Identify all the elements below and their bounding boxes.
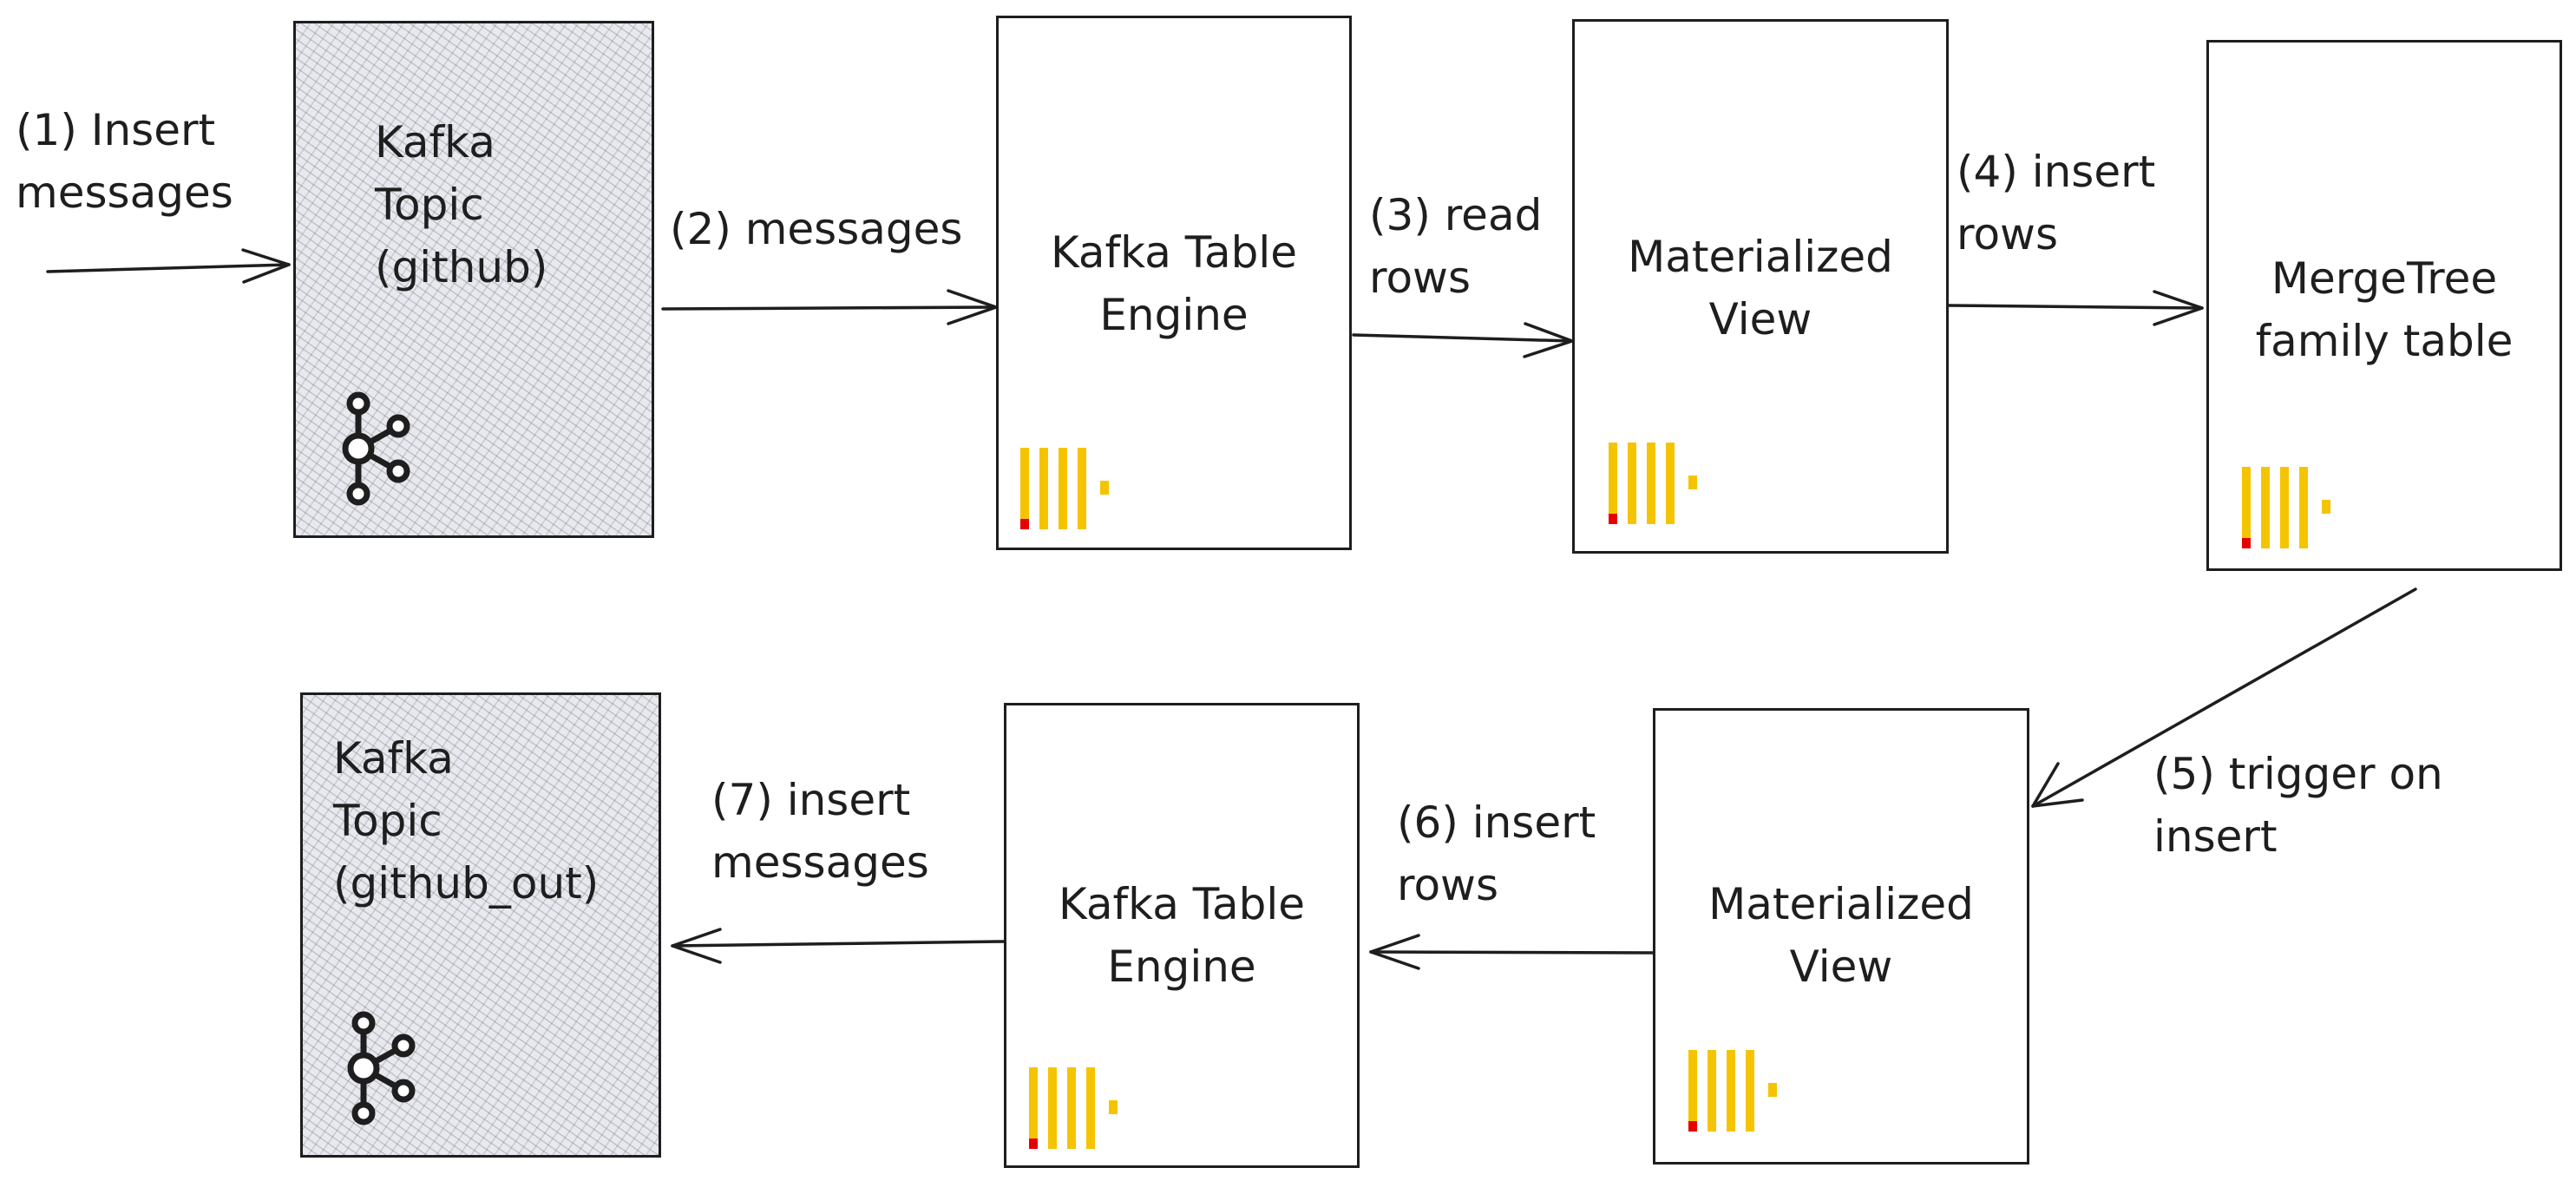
- clickhouse-logo-icon: [1020, 448, 1109, 529]
- arrow-5-trigger-on-insert: [2031, 587, 2417, 808]
- arrow-1-insert-messages: [46, 248, 291, 284]
- edge-label-1: (1) Insert messages: [16, 105, 233, 218]
- materialized-view-label-top: Materialized View: [1628, 232, 1893, 344]
- edge-label-5: (5) trigger on insert: [2153, 749, 2443, 862]
- clickhouse-logo-icon: [1609, 443, 1697, 524]
- arrow-6-insert-rows: [1369, 934, 1655, 970]
- edge-label-7: (7) insert messages: [711, 775, 929, 888]
- kafka-table-engine-box-bottom: [1004, 703, 1360, 1168]
- edge-label-4: (4) insert rows: [1957, 147, 2156, 259]
- clickhouse-logo-icon: [2242, 467, 2330, 548]
- arrow-3-read-rows: [1352, 322, 1574, 358]
- edge-label-2: (2) messages: [670, 204, 963, 254]
- edge-label-6: (6) insert rows: [1397, 797, 1596, 910]
- arrow-7-insert-messages: [671, 928, 1006, 964]
- clickhouse-logo-icon: [1688, 1050, 1777, 1132]
- kafka-topic-github-out-label: Kafka Topic (github_out): [333, 733, 600, 909]
- mergetree-family-table-label: MergeTree family table: [2255, 253, 2514, 366]
- kafka-logo-icon: [342, 391, 410, 506]
- kafka-logo-icon: [347, 1011, 416, 1125]
- clickhouse-logo-icon: [1029, 1067, 1118, 1149]
- materialized-view-label-bottom: Materialized View: [1708, 879, 1974, 992]
- kafka-table-engine-box-top: [996, 16, 1352, 550]
- arrow-2-messages: [661, 289, 998, 325]
- edge-label-3: (3) read rows: [1369, 190, 1543, 303]
- kafka-table-engine-label-bottom: Kafka Table Engine: [1058, 879, 1306, 992]
- kafka-topic-github-label: Kafka Topic (github): [375, 117, 548, 292]
- kafka-table-engine-label-top: Kafka Table Engine: [1050, 227, 1298, 340]
- arrow-4-insert-rows: [1947, 290, 2204, 326]
